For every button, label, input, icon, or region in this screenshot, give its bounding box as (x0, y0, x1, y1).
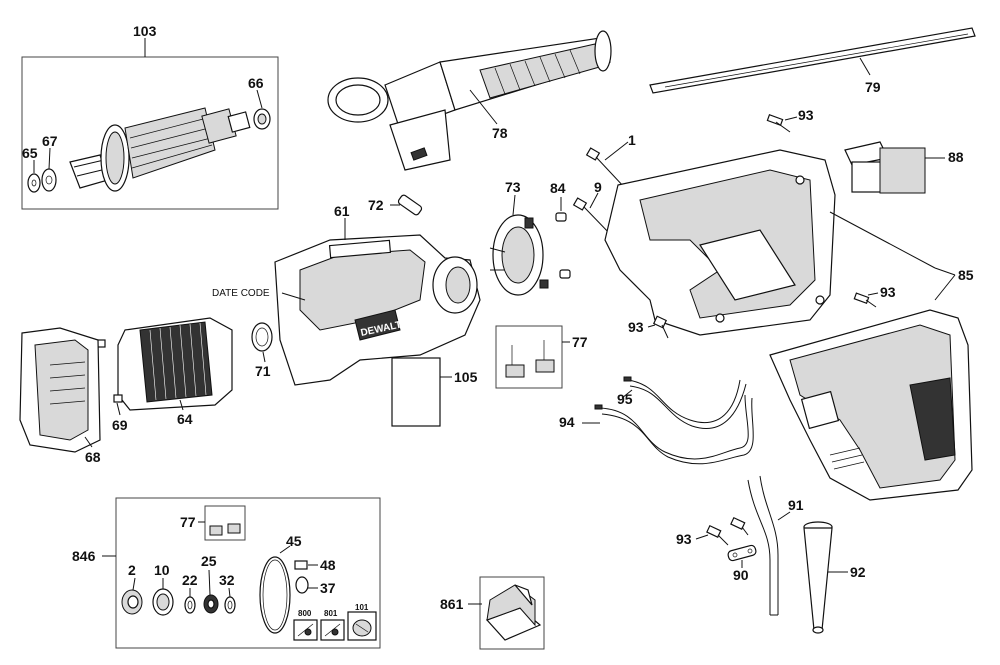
wires: 95 94 (559, 376, 754, 465)
callout-22: 22 (182, 572, 198, 588)
callout-9: 9 (594, 179, 602, 195)
callout-77a: 77 (572, 334, 588, 350)
callout-45: 45 (286, 533, 302, 549)
callout-65: 65 (22, 145, 38, 161)
motor-housing: DEWALT 61 DATE CODE (212, 203, 481, 386)
callout-68: 68 (85, 449, 101, 465)
screw-93-top: 93 (766, 107, 814, 133)
callout-92: 92 (850, 564, 866, 580)
callout-37: 37 (320, 580, 336, 596)
armature-group: 103 66 65 67 (21, 23, 279, 210)
ring-71: 71 (251, 322, 273, 379)
callout-105: 105 (454, 369, 478, 385)
callout-90: 90 (733, 567, 749, 583)
callout-77b: 77 (180, 514, 196, 530)
callout-801: 801 (324, 609, 338, 618)
callout-861: 861 (440, 596, 464, 612)
callout-64: 64 (177, 411, 193, 427)
side-handle: 78 (327, 30, 612, 171)
callout-88: 88 (948, 149, 964, 165)
service-kit-box (115, 497, 381, 649)
callout-2: 2 (128, 562, 136, 578)
part-37 (295, 576, 309, 594)
part-22 (184, 596, 196, 614)
callout-93d: 93 (676, 531, 692, 547)
washer-67 (41, 168, 57, 192)
service-kit-group: 846 77 45 48 37 2 10 22 25 (72, 497, 381, 649)
pins-69: 69 (96, 339, 128, 433)
callout-94: 94 (559, 414, 575, 430)
callout-85: 85 (958, 267, 974, 283)
callout-10: 10 (154, 562, 170, 578)
o-ring-45 (259, 556, 291, 634)
callout-84: 84 (550, 180, 566, 196)
depth-rod: 79 (649, 27, 976, 95)
cord-91: 91 (747, 475, 804, 616)
callout-32: 32 (219, 572, 235, 588)
brushes-box-77: 77 (495, 325, 588, 389)
screw-93-left: 93 (628, 315, 669, 339)
callout-1: 1 (628, 132, 636, 148)
callout-67: 67 (42, 133, 58, 149)
callout-25: 25 (201, 553, 217, 569)
date-code-label: DATE CODE (212, 288, 270, 299)
callout-93a: 93 (798, 107, 814, 123)
end-housing-68: 68 (19, 327, 101, 465)
housing-half-front (769, 309, 973, 501)
screw-1: 1 (585, 132, 636, 189)
callout-48: 48 (320, 557, 336, 573)
callout-66: 66 (248, 75, 264, 91)
clamp-90: 90 (727, 544, 757, 583)
callout-69: 69 (112, 417, 128, 433)
label-105: 105 (391, 357, 478, 427)
switch: 88 (844, 141, 964, 194)
screw-93-right: 93 (853, 284, 896, 308)
brand-plate (354, 309, 401, 341)
field-64: 64 (117, 317, 233, 427)
screws-93-bottom: 93 (676, 516, 749, 547)
armature (69, 107, 251, 192)
callout-103: 103 (133, 23, 157, 39)
part-32 (224, 596, 236, 614)
clip-72: 72 (368, 194, 423, 216)
callout-91: 91 (788, 497, 804, 513)
brush-holder: 73 (489, 179, 549, 296)
cord-guard-92: 92 (803, 521, 866, 634)
housing-half-back: 85 (604, 149, 974, 336)
callout-93c: 93 (628, 319, 644, 335)
callout-78: 78 (492, 125, 508, 141)
carry-case-861: 861 (440, 576, 545, 650)
callout-800: 800 (298, 609, 312, 618)
callout-73: 73 (505, 179, 521, 195)
callout-93b: 93 (880, 284, 896, 300)
screws-84: 84 (550, 180, 571, 279)
callout-71: 71 (255, 363, 271, 379)
callout-101: 101 (355, 603, 369, 612)
armature-box (21, 56, 279, 210)
callout-79: 79 (865, 79, 881, 95)
callout-72: 72 (368, 197, 384, 213)
callout-846: 846 (72, 548, 96, 564)
washer-65 (27, 173, 41, 193)
callout-95: 95 (617, 391, 633, 407)
callout-61: 61 (334, 203, 350, 219)
part-48 (294, 560, 308, 570)
screw-9: 9 (572, 179, 613, 237)
